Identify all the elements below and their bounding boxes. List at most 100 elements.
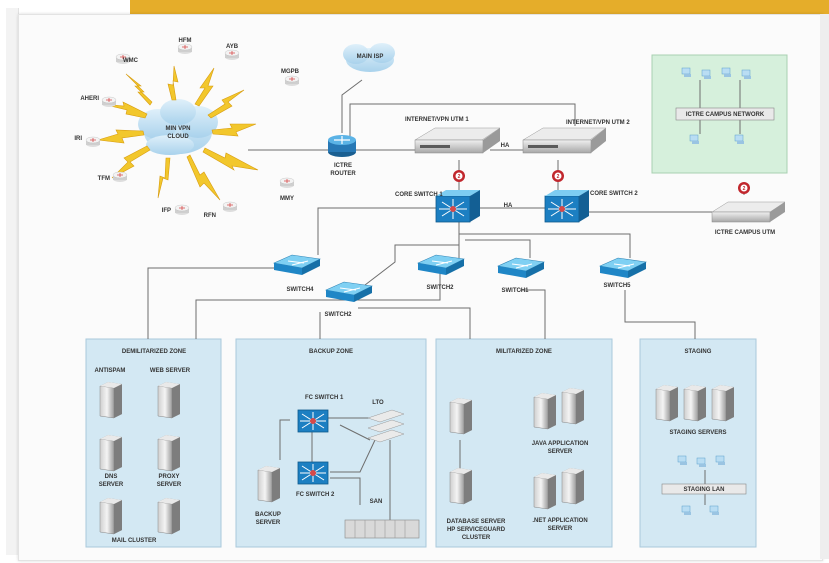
site-label-tfm: TFM [98,176,110,182]
web-server-icon [157,381,181,419]
net-label-2: SERVER [548,526,573,532]
san-storage-icon [344,519,420,539]
db-label-1: DATABASE SERVER [447,519,506,525]
campus-workstations [681,67,752,145]
site-label-aheri: AHERI [80,96,99,102]
right-frame-edge [820,14,829,559]
staging-zone [639,338,757,548]
site-label-mmy: MMY [280,196,294,202]
router-icon-iri [85,136,101,148]
lto-label: LTO [372,400,384,406]
mail-server-icon-2 [157,497,181,535]
db-label-2: HP SERVICEGUARD [447,527,506,533]
staging-lan-label: STAGING LAN [684,487,725,493]
backup-server-label-1: BACKUP [255,512,281,518]
router-icon-mgpb [284,75,300,87]
militarized-zone [435,338,613,548]
backup-server-label-2: SERVER [256,520,281,526]
cloud-label-1: MIN VPN [165,126,190,132]
router-icon [328,135,356,157]
utm-1-label: INTERNET/VPN UTM 1 [405,117,469,123]
router-label-1: ICTRE [334,163,352,169]
core-switch-2-label: CORE SWITCH 2 [590,191,638,197]
site-label-ayb: AYB [226,44,239,50]
campus-network-bar [675,107,775,121]
switch-2-icon [417,254,465,276]
router-icon-ayb [224,49,240,61]
java-label-2: SERVER [548,449,573,455]
militarized-title: MILITARIZED ZONE [496,349,552,355]
campus-utm-label: ICTRE CAMPUS UTM [715,230,775,236]
antispam-server-icon [99,381,123,419]
router-icon-hfm [177,43,193,55]
router-label-2: ROUTER [330,171,356,177]
utm-ha-label: HA [501,143,510,149]
staging-server-icon-2 [683,384,707,422]
cloud-label-2: CLOUD [167,134,189,140]
utm-2-label: INTERNET/VPN UTM 2 [566,120,630,126]
dns-server-icon [99,434,123,472]
switch-4-label: SWITCH4 [287,287,315,293]
net-label-1: .NET APPLICATION [532,518,587,524]
backup-server-icon [257,465,281,503]
site-label-wmc: WMC [123,58,139,64]
fc-switch-2-icon [297,461,329,485]
switch-5-label: SWITCH5 [604,283,632,289]
fc-switch-2-label: FC SWITCH 2 [296,492,335,498]
dns-label-1: DNS [105,474,118,480]
firewall-icon-1 [453,170,465,182]
san-label: SAN [370,499,383,505]
firewall-icon-campus [738,182,750,194]
staging-server-icon-3 [711,384,735,422]
site-label-rfn: RFN [204,213,216,219]
antispam-label: ANTISPAM [95,368,126,374]
lto-tape-library-icon [367,409,405,443]
switch-2-label: SWITCH2 [427,285,455,291]
java-server-icon-1 [533,392,557,430]
mail-server-icon-1 [99,497,123,535]
utm-2-device [522,127,607,154]
proxy-label-1: PROXY [158,474,179,480]
site-label-iri: IRI [74,136,82,142]
router-icon-rfn [222,201,238,213]
db-server-icon-1 [449,397,473,435]
web-server-label: WEB SERVER [150,368,191,374]
net-server-icon-2 [561,467,585,505]
router-icon-ifp [174,204,190,216]
isp-cloud [343,43,395,72]
mail-cluster-label: MAIL CLUSTER [112,538,157,544]
core-ha-label: HA [504,203,513,209]
switch-2b-label: SWITCH2 [325,312,353,318]
connection-lines [147,79,745,520]
java-server-icon-2 [561,387,585,425]
switch-5-icon [599,257,647,279]
isp-label: MAIN ISP [357,54,384,60]
switch-1-label: SWITCH1 [502,288,530,294]
accent-bar [130,0,829,14]
staging-lan-bar [661,483,747,495]
switch-1-icon [497,257,545,279]
proxy-label-2: SERVER [157,482,182,488]
campus-network-label: ICTRE CAMPUS NETWORK [686,112,765,118]
dns-label-2: SERVER [99,482,124,488]
router-icon-tfm [112,171,128,183]
site-label-mgpb: MGPB [281,69,300,75]
router-icon-aheri [101,96,117,108]
switch-2b-icon [325,281,373,303]
staging-title: STAGING [685,349,712,355]
core-switch-1-icon [435,190,480,223]
fc-switch-1-label: FC SWITCH 1 [305,395,344,401]
staging-servers-label: STAGING SERVERS [669,430,726,436]
dmz-title: DEMILITARIZED ZONE [122,349,186,355]
db-server-icon-2 [449,467,473,505]
fc-switch-1-icon [297,409,329,433]
site-label-ifp: IFP [162,208,171,214]
switch-4-icon [273,254,321,276]
core-switch-2-icon [544,190,589,223]
backup-zone [235,338,427,548]
core-switch-1-label: CORE SWITCH 1 [395,192,443,198]
staging-server-icon-1 [655,384,679,422]
java-label-1: JAVA APPLICATION [532,441,589,447]
proxy-server-icon [157,434,181,472]
